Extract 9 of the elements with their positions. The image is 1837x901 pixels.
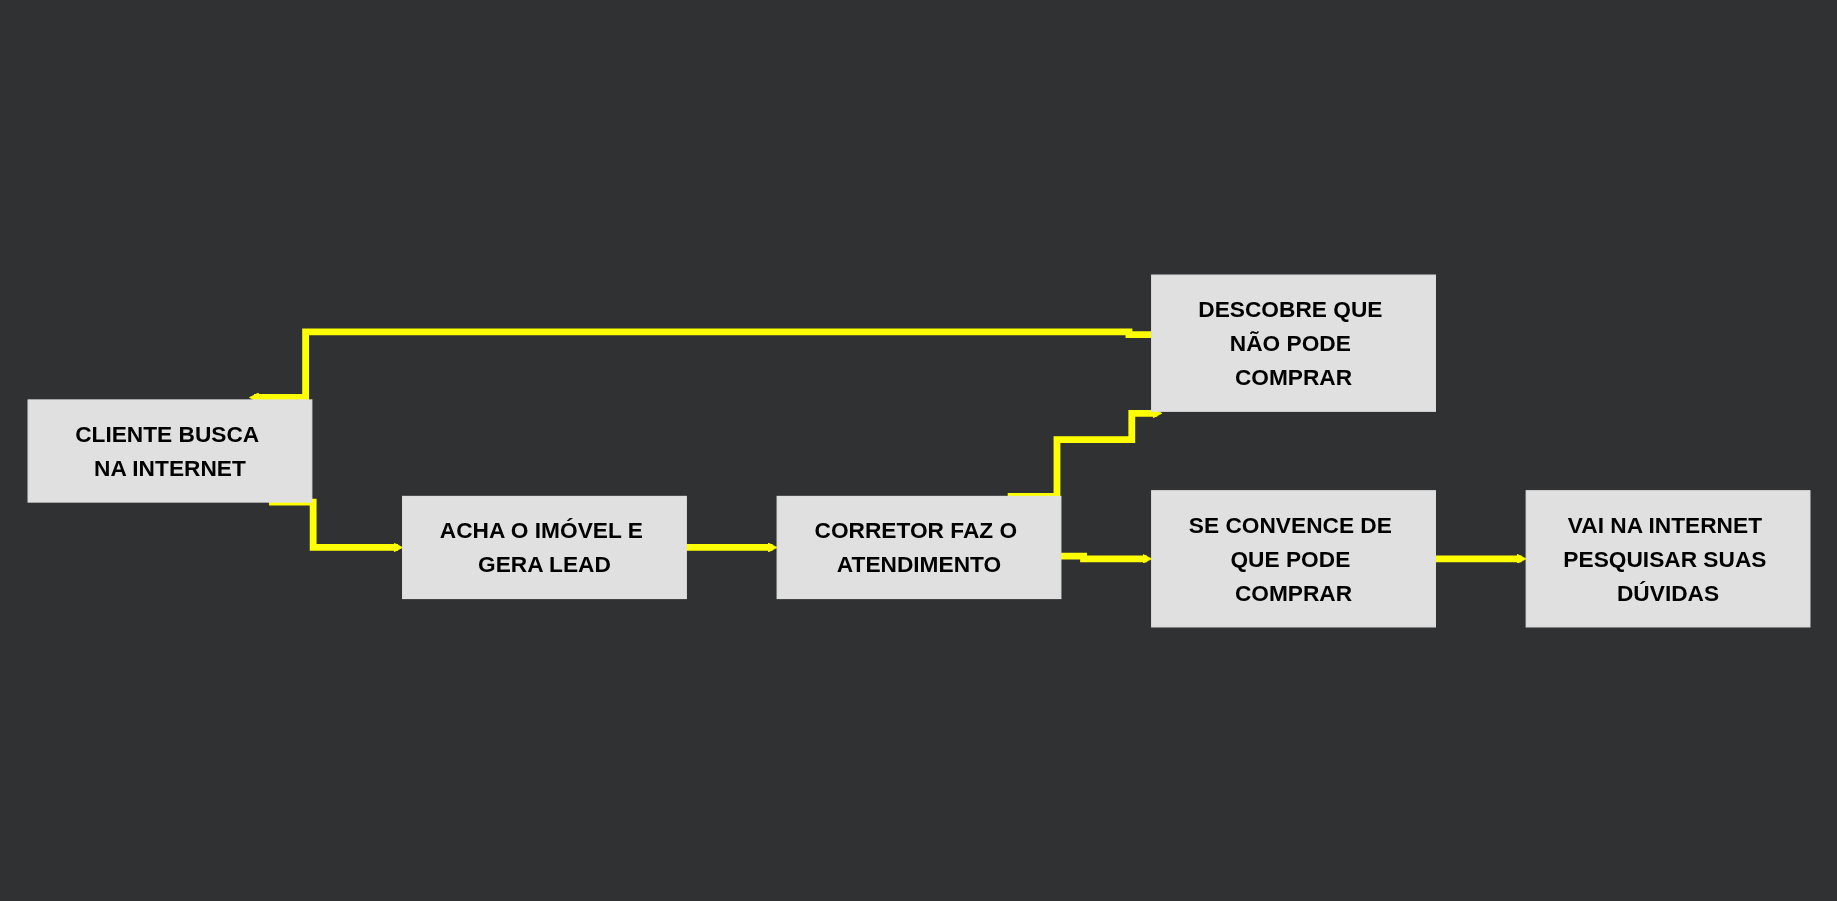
node-box: SE CONVENCE DE QUE PODE COMPRAR [1150,489,1436,627]
node-box: CLIENTE BUSCA NA INTERNET [27,398,312,503]
arrow [268,498,403,552]
node-box: VAI NA INTERNET PESQUISAR SUAS DÚVIDAS [1525,489,1810,627]
node-box: DESCOBRE QUE NÃO PODE COMPRAR [1150,274,1436,412]
arrow [248,327,1152,402]
node-box: ACHA O IMÓVEL E GERA LEAD [401,495,687,599]
node-box: CORRETOR FAZ O ATENDIMENTO [776,495,1061,599]
arrow [1060,552,1152,564]
